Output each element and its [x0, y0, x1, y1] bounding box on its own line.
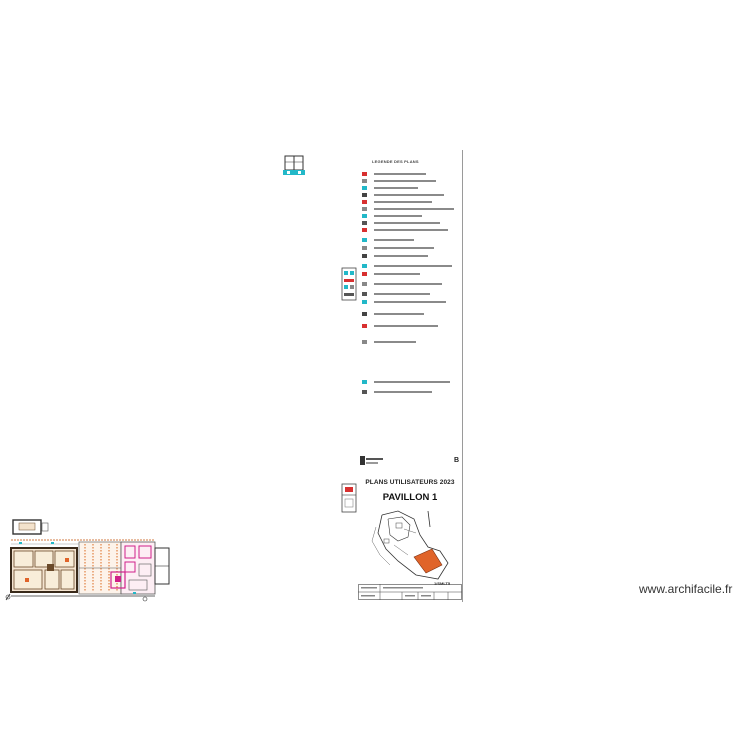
legend-text-line — [374, 173, 426, 175]
legend-text-line — [374, 255, 428, 257]
technical-room-drawing[interactable] — [341, 483, 357, 513]
site-watermark: www.archifacile.fr — [639, 582, 733, 596]
legend-symbol-icon — [362, 172, 367, 176]
legend-text-line — [374, 180, 436, 182]
legend-symbol-icon — [362, 193, 367, 197]
legend-text-line — [374, 208, 454, 210]
legend-text-line — [374, 247, 434, 249]
legend-symbol-icon — [362, 207, 367, 211]
legend-symbol-icon — [362, 200, 367, 204]
legend-symbol-icon — [362, 179, 367, 183]
legend-text-line — [374, 215, 422, 217]
legend-text-line — [374, 239, 414, 241]
legend-sheet[interactable]: LEGENDE DES PLANS B PLANS UTILISATEURS 2… — [358, 150, 463, 602]
legend-symbol-icon — [362, 254, 367, 258]
legend-symbol-icon — [362, 340, 367, 344]
legend-text-line — [374, 381, 450, 383]
legend-text-line — [374, 325, 438, 327]
legend-text-line — [374, 283, 442, 285]
legend-symbol-icon — [362, 214, 367, 218]
electrical-panel-drawing[interactable] — [340, 267, 358, 301]
sheet-letter: B — [454, 457, 460, 464]
legend-text-line — [374, 229, 448, 231]
legend-text-line — [374, 313, 424, 315]
legend-text-line — [374, 265, 452, 267]
sheet-heading: PLANS UTILISATEURS 2023 — [365, 479, 455, 486]
legend-symbol-icon — [362, 246, 367, 250]
legend-symbol-icon — [362, 221, 367, 225]
legend-symbol-icon — [362, 312, 367, 316]
legend-text-line — [374, 301, 446, 303]
floor-plan-drawing[interactable] — [5, 518, 173, 602]
legend-text-line — [374, 293, 430, 295]
legend-symbol-icon — [362, 324, 367, 328]
title-block-table — [358, 584, 462, 600]
sheet-code: 1/SMLT5 — [434, 581, 451, 586]
site-map-drawing[interactable] — [368, 505, 456, 583]
legend-symbol-icon — [362, 390, 367, 394]
window-elevation-drawing[interactable] — [283, 154, 305, 176]
legend-text-line — [374, 222, 440, 224]
legend-symbol-icon — [362, 228, 367, 232]
legend-symbol-icon — [362, 380, 367, 384]
company-logo — [360, 456, 383, 465]
legend-text-line — [374, 391, 432, 393]
legend-symbol-icon — [362, 282, 367, 286]
legend-text-line — [374, 187, 418, 189]
legend-text-line — [374, 201, 432, 203]
legend-symbol-icon — [362, 186, 367, 190]
legend-text-line — [374, 273, 420, 275]
legend-symbol-icon — [362, 264, 367, 268]
legend-symbol-icon — [362, 292, 367, 296]
legend-symbol-icon — [362, 272, 367, 276]
legend-symbol-icon — [362, 238, 367, 242]
legend-title: LEGENDE DES PLANS — [372, 159, 419, 164]
legend-symbol-icon — [362, 300, 367, 304]
sheet-title: PAVILLON 1 — [382, 492, 438, 503]
legend-text-line — [374, 341, 416, 343]
legend-text-line — [374, 194, 444, 196]
